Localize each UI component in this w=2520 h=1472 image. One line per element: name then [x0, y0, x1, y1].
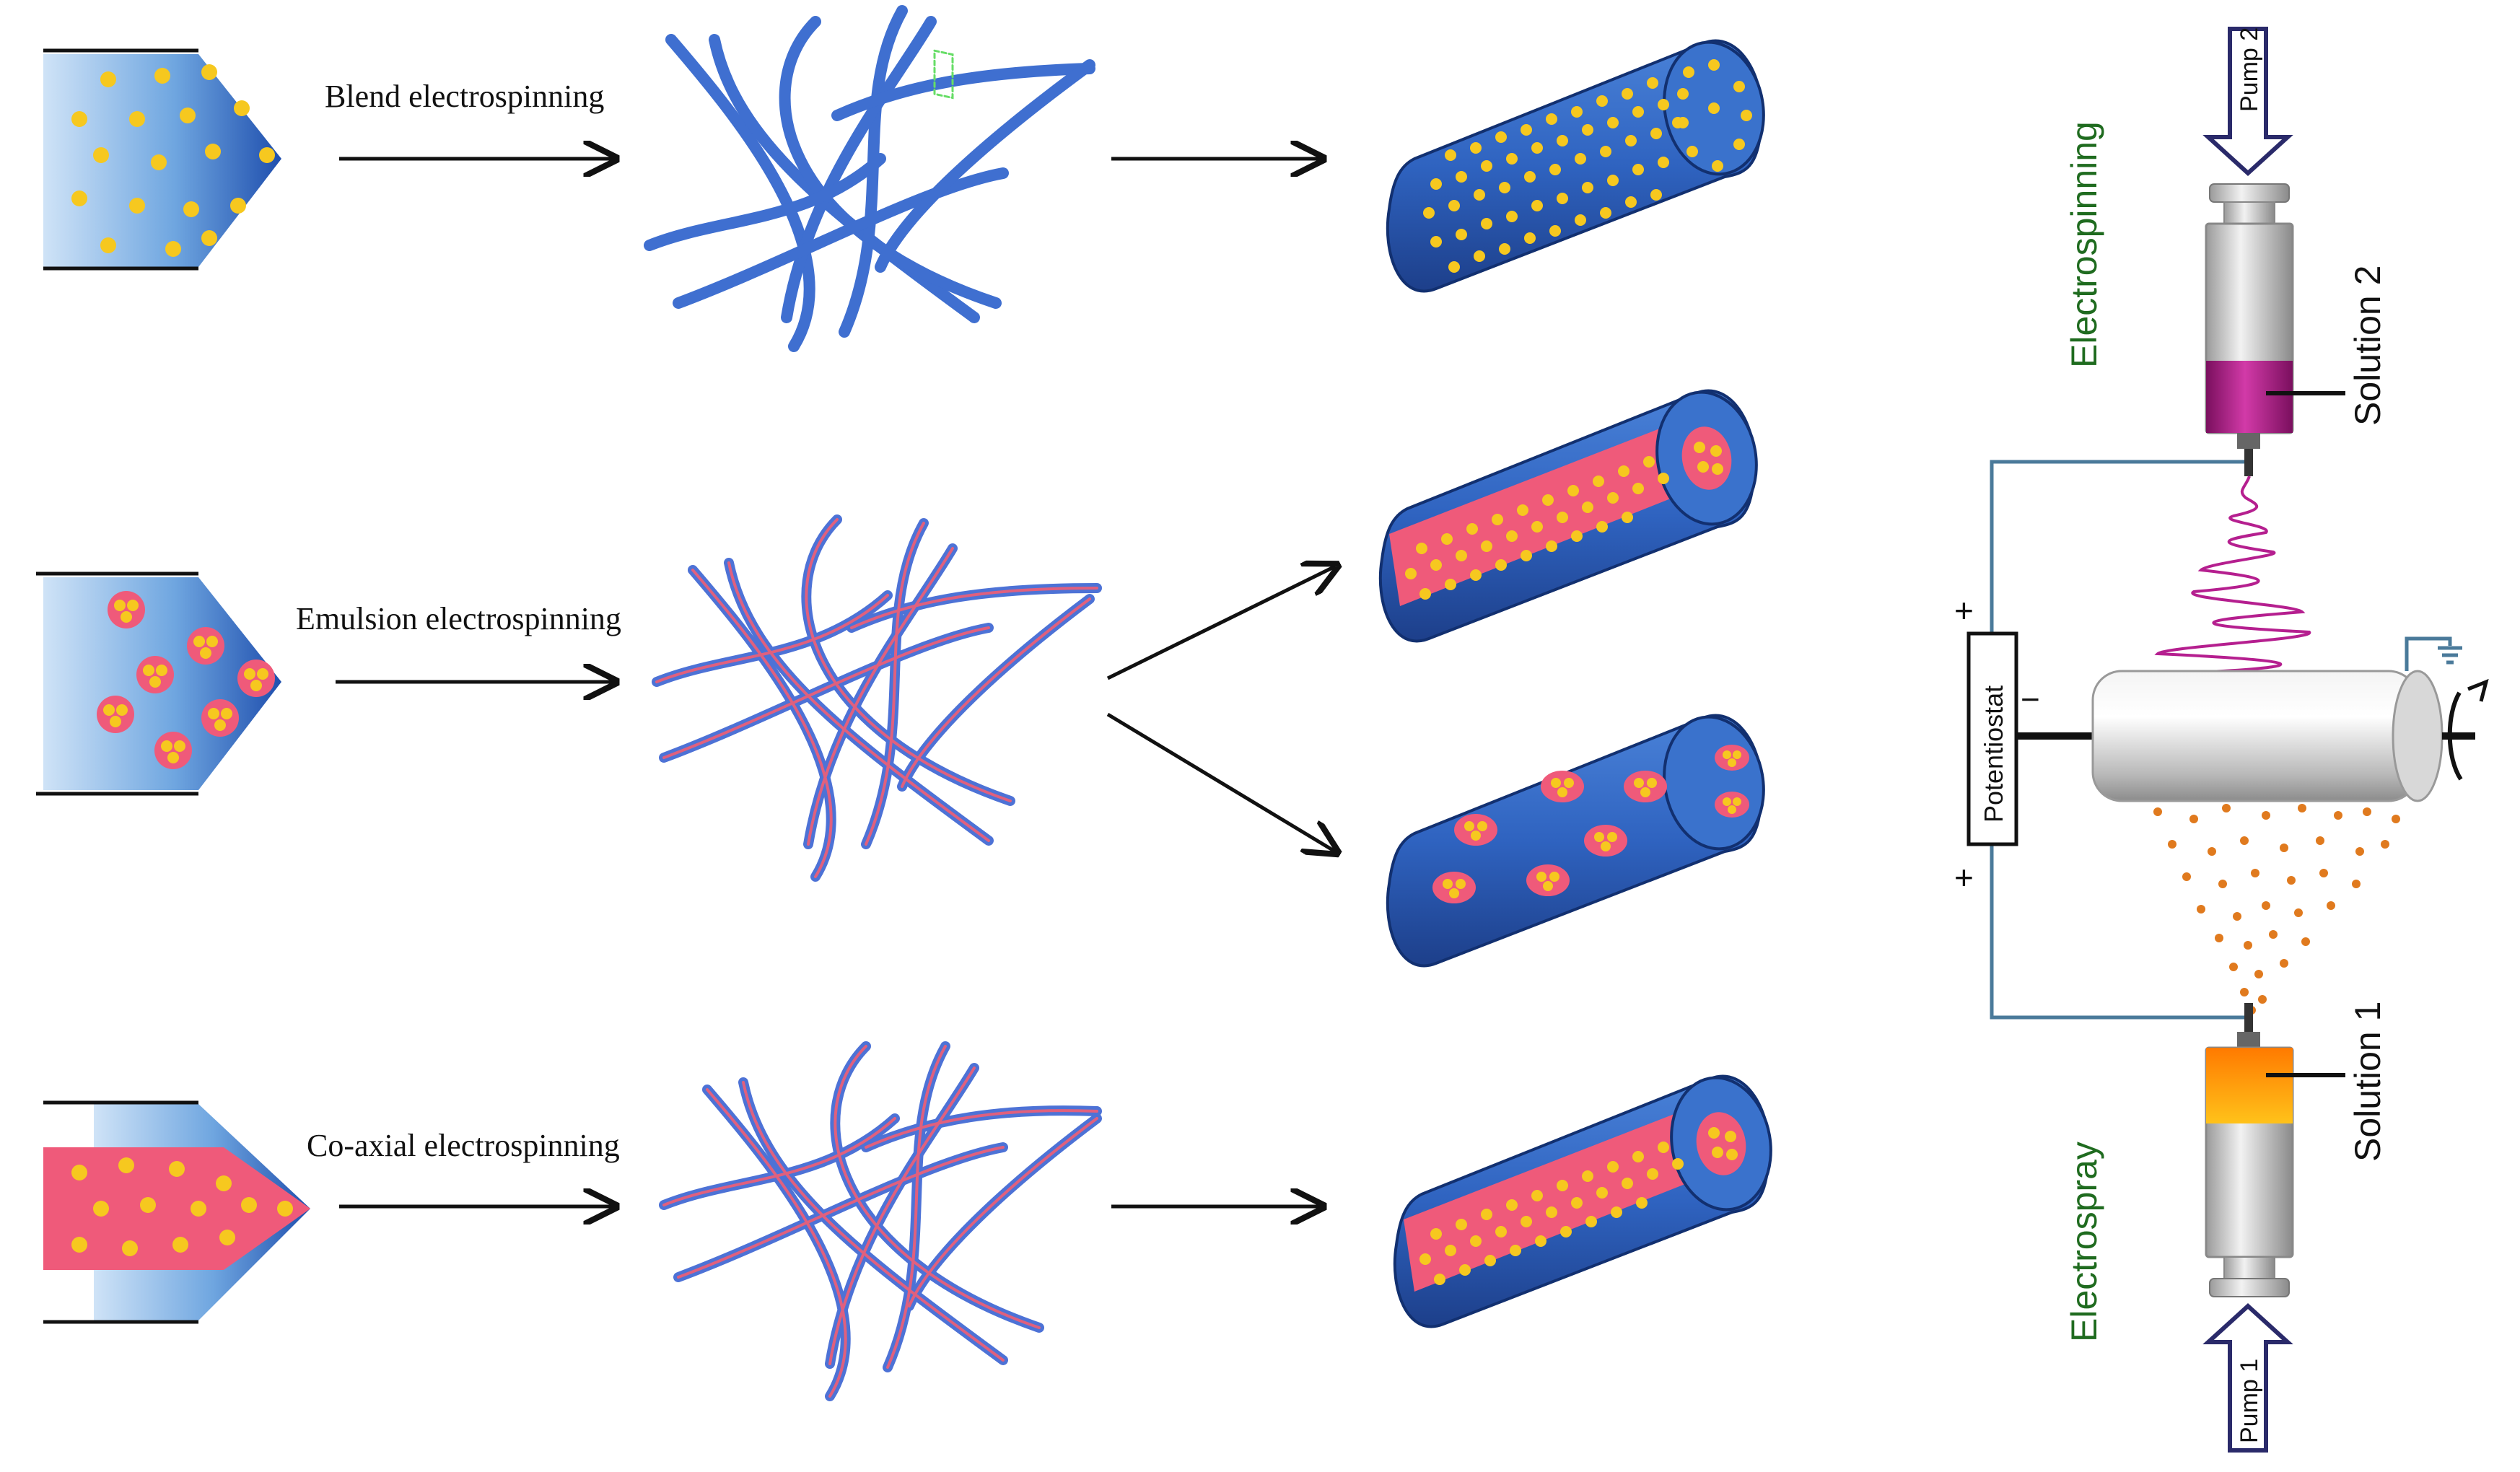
blend-fiber-cylinder — [1386, 39, 1765, 293]
coaxial-core-shell-fiber — [1393, 1074, 1772, 1328]
syringe-bottom — [2205, 1003, 2345, 1297]
emulsion-label: Emulsion electrospinning — [296, 601, 621, 636]
collector-drum — [2091, 670, 2475, 802]
electrospinning-label: Electrospinning — [2064, 121, 2104, 368]
circuit-wires — [1990, 460, 2246, 1020]
rotation-arrow-icon — [2447, 678, 2489, 781]
syringe-top — [2205, 183, 2345, 476]
emulsion-fiber-mesh — [652, 514, 1102, 882]
electrospray-droplets — [2153, 804, 2400, 1015]
minus-sign: − — [2021, 680, 2040, 718]
electrospinning-jet — [2154, 476, 2311, 675]
blend-nozzle — [43, 48, 281, 271]
electrospray-label: Electrospray — [2064, 1142, 2104, 1342]
coaxial-nozzle — [43, 1100, 310, 1324]
emulsion-dispersed-fiber — [1386, 714, 1765, 968]
emulsion-arrow-up — [1106, 566, 1335, 680]
emulsion-row: Emulsion electrospinning — [36, 389, 1765, 968]
pump1-label: Pump 1 — [2236, 1359, 2263, 1443]
coaxial-fiber-mesh — [659, 1041, 1102, 1401]
electrospinning-setup: Potentiostat + + − Pump 2 Solution 2 Ele… — [1954, 27, 2489, 1453]
blend-fiber-mesh — [644, 5, 1095, 352]
emulsion-nozzle — [36, 571, 281, 796]
potentiostat: Potentiostat — [1966, 631, 2018, 846]
blend-label: Blend electrospinning — [325, 79, 604, 114]
pump2-label: Pump 2 — [2236, 27, 2263, 112]
solution1-label: Solution 1 — [2348, 1002, 2388, 1162]
dispersed-droplets — [1432, 745, 1749, 903]
pump2-arrow: Pump 2 — [2202, 27, 2293, 177]
blend-row: Blend electrospinning — [43, 5, 1765, 352]
coaxial-row: Co-axial electrospinning — [43, 1041, 1772, 1401]
ground-icon — [2405, 636, 2462, 671]
emulsion-droplets — [97, 591, 275, 769]
emulsion-arrow-down — [1106, 712, 1335, 851]
plus-sign-top: + — [1954, 592, 1974, 629]
solution2-label: Solution 2 — [2348, 266, 2388, 426]
pump1-arrow: Pump 1 — [2202, 1302, 2293, 1453]
potentiostat-label: Potentiostat — [1979, 685, 2008, 823]
plus-sign-bottom: + — [1954, 859, 1974, 896]
emulsion-core-shell-fiber — [1378, 389, 1758, 643]
drug-particles — [71, 64, 275, 257]
coaxial-label: Co-axial electrospinning — [307, 1128, 620, 1163]
